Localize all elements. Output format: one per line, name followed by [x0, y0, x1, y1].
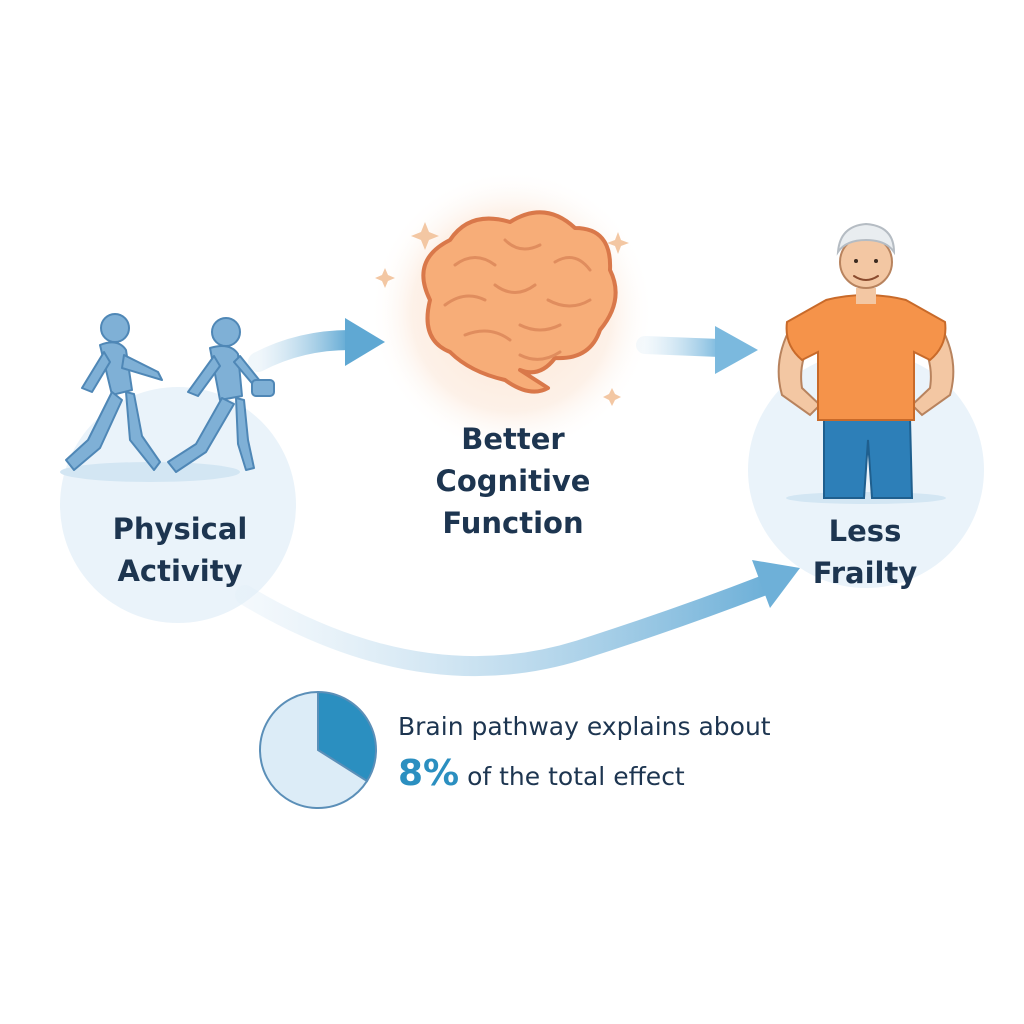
arrow-activity-to-cognition: [248, 318, 385, 372]
less-frailty-line1: Less: [828, 514, 902, 548]
pie-slice-remaining: [259, 690, 369, 809]
cognitive-function-line1: Better: [461, 422, 565, 456]
caption-line2-rest: of the total effect: [459, 762, 685, 791]
physical-activity-label: Physical Activity: [60, 508, 300, 592]
physical-activity-circle: [60, 387, 296, 623]
cognitive-function-label: Better Cognitive Function: [382, 418, 644, 544]
physical-activity-line2: Activity: [117, 554, 243, 588]
pathway-caption: Brain pathway explains about 8% of the t…: [398, 708, 838, 799]
caption-percent: 8%: [398, 753, 460, 794]
strong-older-man-icon: [777, 222, 955, 504]
cognitive-function-line3: Function: [442, 506, 584, 540]
walking-people-icon: [60, 313, 275, 482]
less-frailty-label: Less Frailty: [760, 510, 970, 594]
brain-icon: [375, 210, 629, 406]
pathway-share-pie-chart: [259, 690, 377, 809]
caption-line2: 8% of the total effect: [398, 752, 838, 799]
less-frailty-line2: Frailty: [812, 556, 918, 590]
physical-activity-line1: Physical: [112, 512, 248, 546]
caption-line1: Brain pathway explains about: [398, 712, 771, 741]
cognitive-function-line2: Cognitive: [435, 464, 591, 498]
arrow-cognition-to-frailty: [636, 326, 758, 374]
arrow-activity-to-frailty: [235, 560, 800, 677]
